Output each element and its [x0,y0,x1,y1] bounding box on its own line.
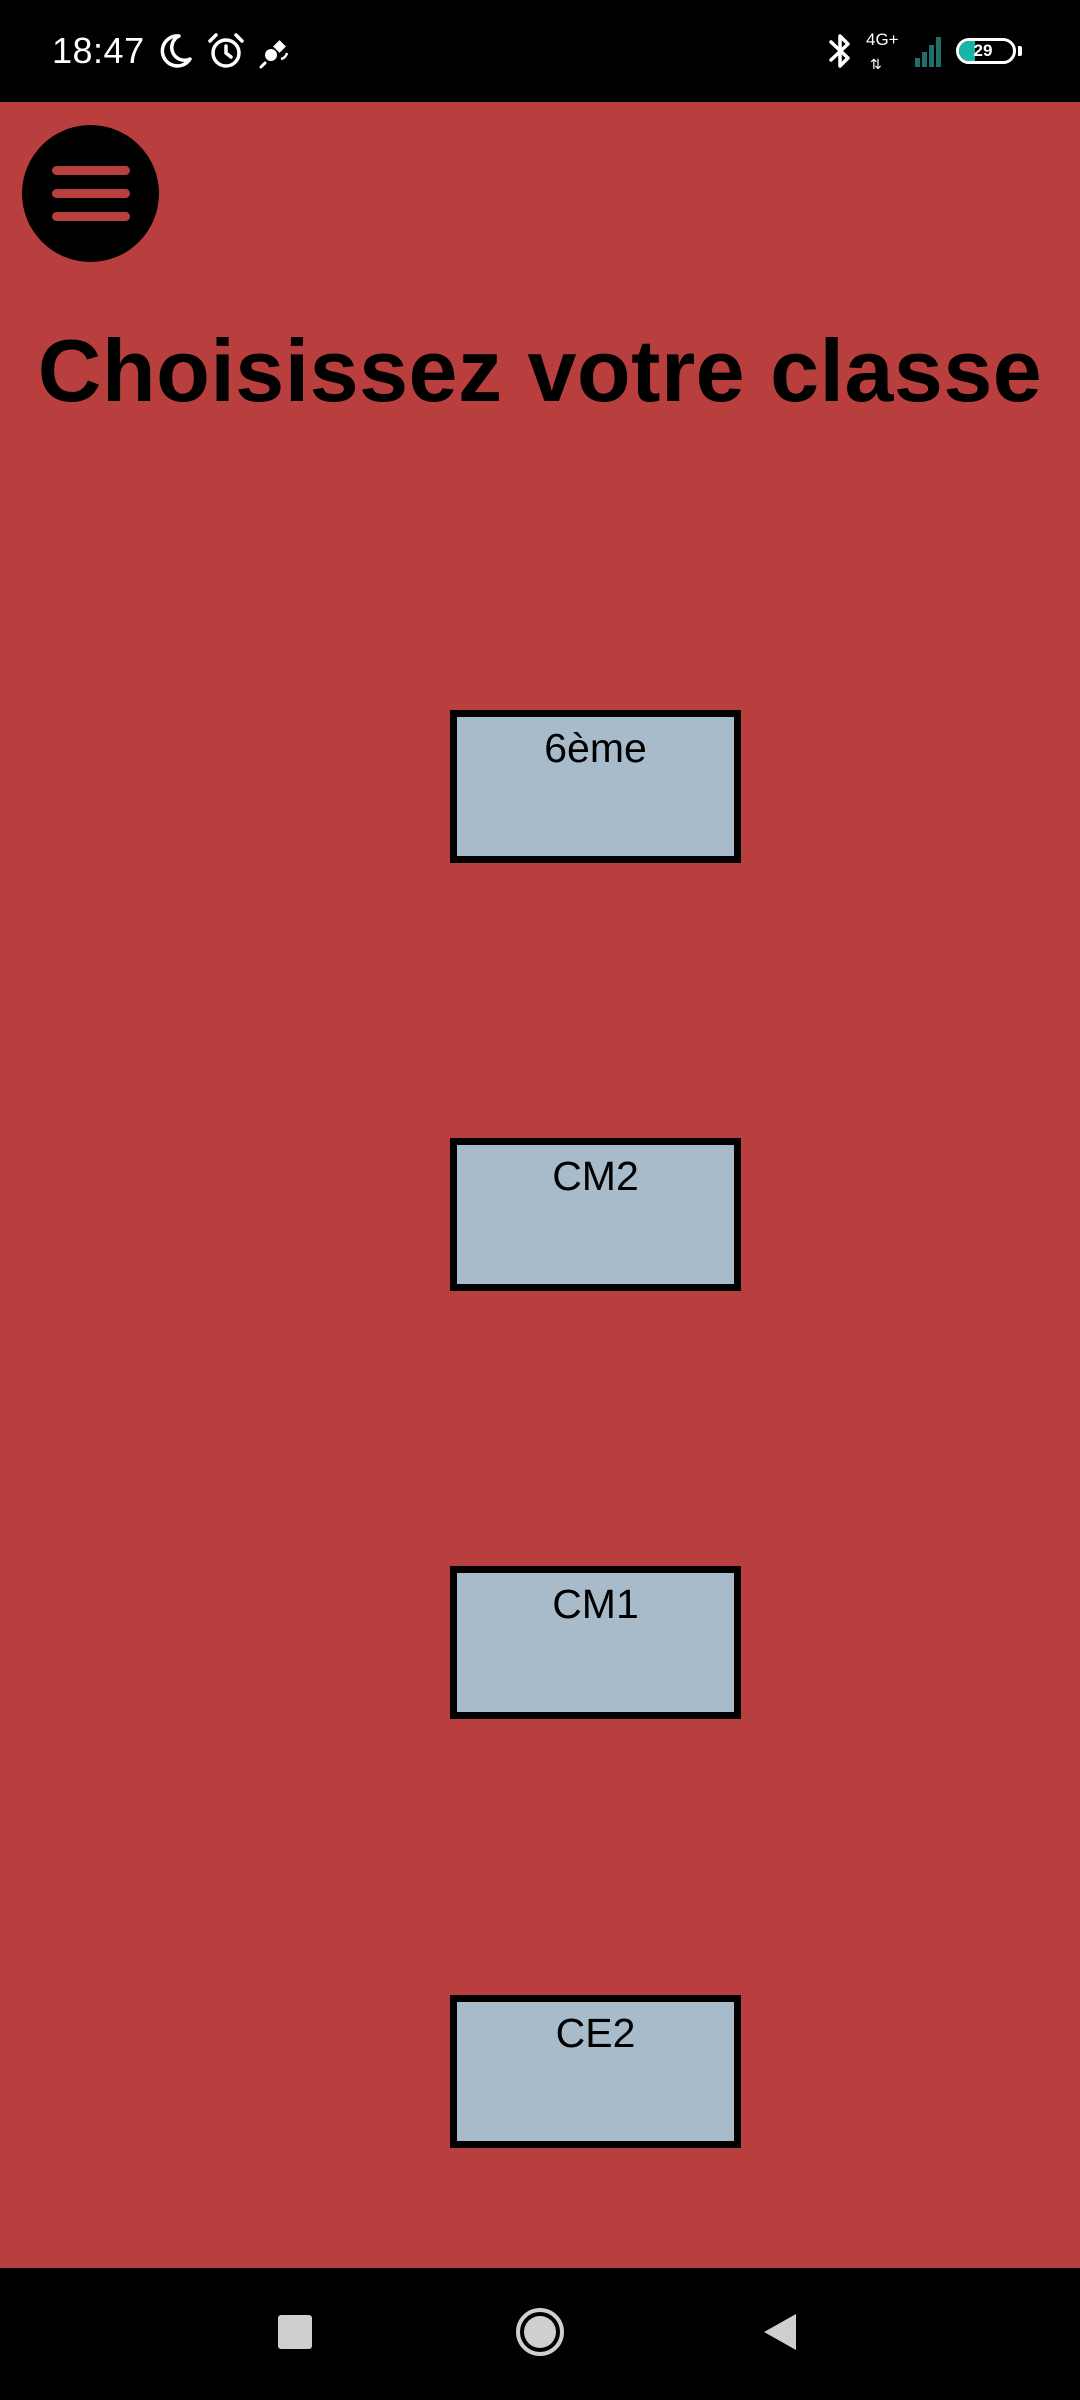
status-bar: 18:47 [0,0,1080,102]
navigation-bar [0,2268,1080,2400]
data-arrows-icon: ⇅ [870,56,882,72]
satellite-icon [257,33,293,69]
network-type: 4G+ ⇅ [866,31,902,71]
status-time: 18:47 [52,30,145,71]
signal-icon [914,34,944,68]
class-button-cm2[interactable]: CM2 [450,1138,741,1291]
status-right: 4G+ ⇅ 29 [826,0,1022,102]
hamburger-menu-icon [51,212,130,221]
class-button-cm1[interactable]: CM1 [450,1566,741,1719]
bluetooth-icon [826,30,854,72]
hamburger-menu-icon [51,166,130,175]
home-circle-icon [514,2306,566,2363]
battery-level: 29 [973,41,993,60]
home-button[interactable] [500,2268,580,2400]
recents-button[interactable] [255,2268,335,2400]
alarm-icon [205,30,247,72]
battery-fill [959,41,975,61]
network-type-label: 4G+ [866,30,899,49]
battery-icon: 29 [956,38,1016,64]
hamburger-menu-icon [51,189,130,198]
status-left: 18:47 [52,0,293,102]
back-button[interactable] [740,2268,820,2400]
recents-square-icon [277,2314,313,2355]
page-title: Choisissez votre classe [37,321,1043,420]
back-triangle-icon [760,2311,800,2358]
main-screen: Choisissez votre classe 6ème CM2 CM1 CE2 [0,102,1080,2268]
class-button-ce2[interactable]: CE2 [450,1995,741,2148]
moon-icon [155,31,195,71]
menu-button[interactable] [22,125,159,262]
battery-tip [1018,46,1022,56]
class-button-6eme[interactable]: 6ème [450,710,741,863]
